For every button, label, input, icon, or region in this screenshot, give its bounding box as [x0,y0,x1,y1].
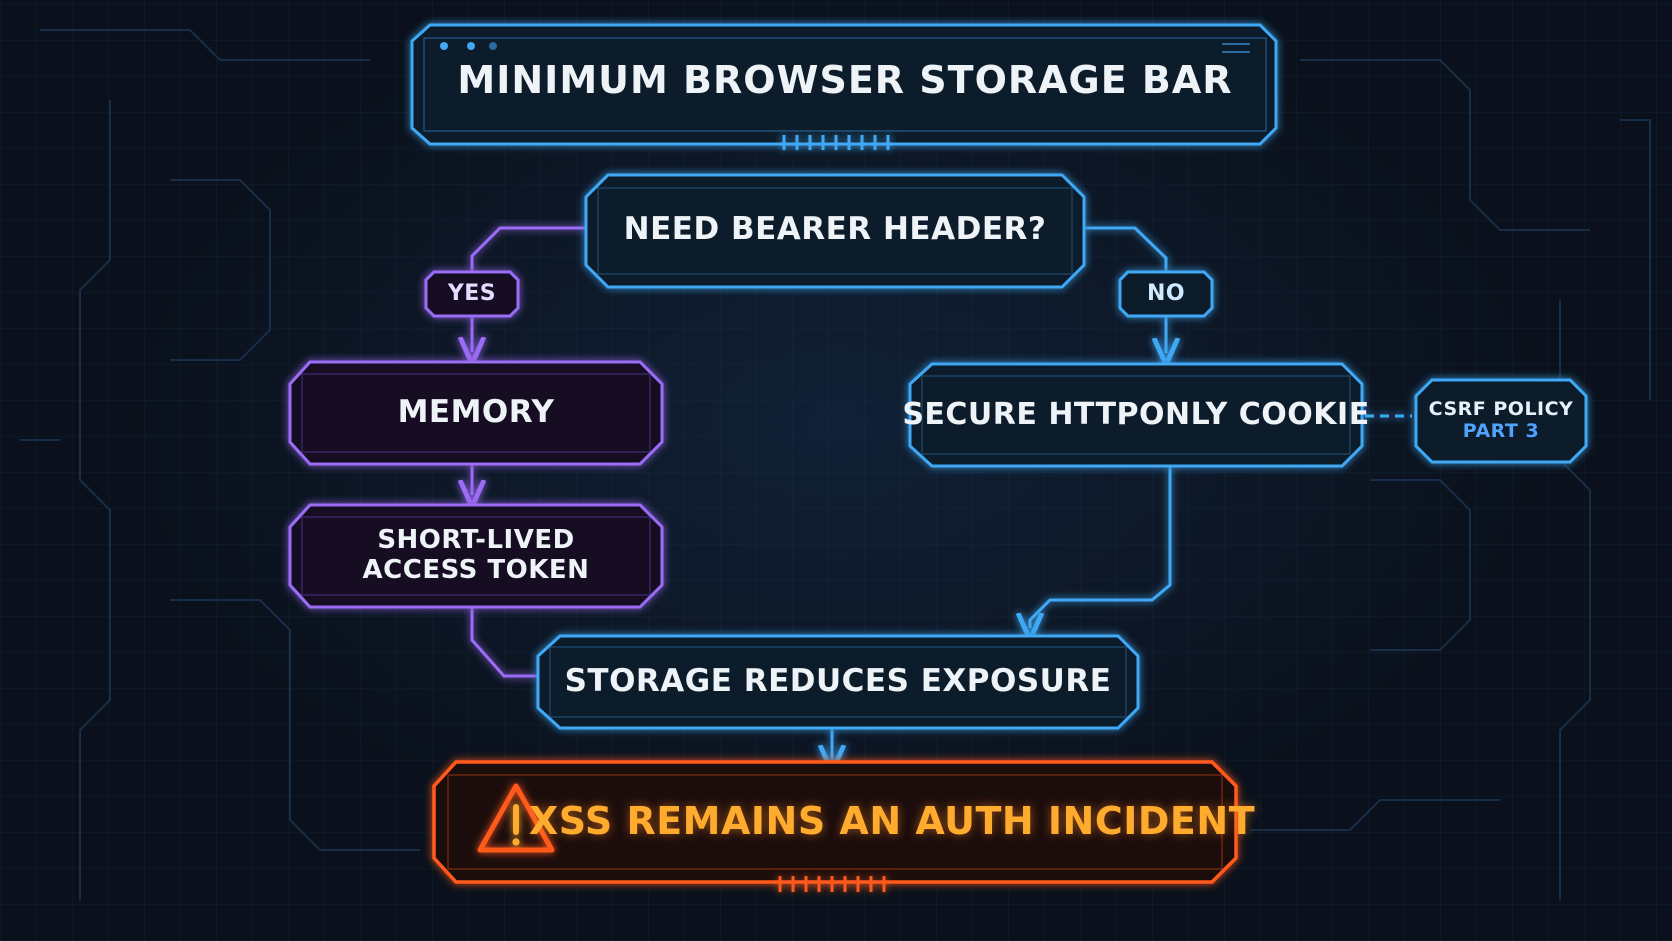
token-node-shape [288,503,664,609]
connector-decision-to-yes [470,226,590,272]
window-dot-icon [467,42,475,50]
no-tag-shape [1118,270,1214,318]
warning-triangle-icon [477,783,555,853]
decision-node-shape [584,173,1086,289]
warning-tick-marks [778,876,886,892]
connectors [470,226,1412,760]
token-line-2: ACCESS TOKEN [362,555,590,585]
memory-node-shape [288,360,664,466]
merge-node-shape [536,634,1140,730]
window-dot-icon [440,42,448,50]
warning-text: XSS REMAINS AN AUTH INCIDENT [528,799,1256,844]
csrf-note: CSRF POLICY PART 3 [1420,386,1582,456]
warning-panel [432,760,1238,892]
connector-token-to-merge [470,607,538,678]
no-branch-label: NO [1146,281,1186,307]
cookie-node-shape [908,362,1364,468]
diagram-title: MINIMUM BROWSER STORAGE BAR [457,58,1233,103]
menu-lines-icon [1222,43,1250,53]
csrf-note-line-2: PART 3 [1462,420,1540,442]
cookie-node-label: SECURE HTTPONLY COOKIE [902,396,1370,432]
yes-branch-label: YES [447,281,497,307]
decision-question: NEED BEARER HEADER? [623,211,1047,248]
token-line-1: SHORT-LIVED [377,525,575,556]
memory-node-label: MEMORY [397,394,555,431]
title-tick-marks [782,135,890,150]
token-node-label: SHORT-LIVED ACCESS TOKEN [300,518,652,594]
connector-decision-to-no [1084,226,1168,272]
connector-cookie-to-merge [1030,466,1172,628]
title-panel [410,23,1278,150]
csrf-note-line-1: CSRF POLICY [1428,398,1574,421]
yes-tag-shape [424,270,520,318]
merge-node-label: STORAGE REDUCES EXPOSURE [564,663,1112,700]
csrf-note-shape [1414,378,1588,464]
window-dot-icon [489,42,497,50]
